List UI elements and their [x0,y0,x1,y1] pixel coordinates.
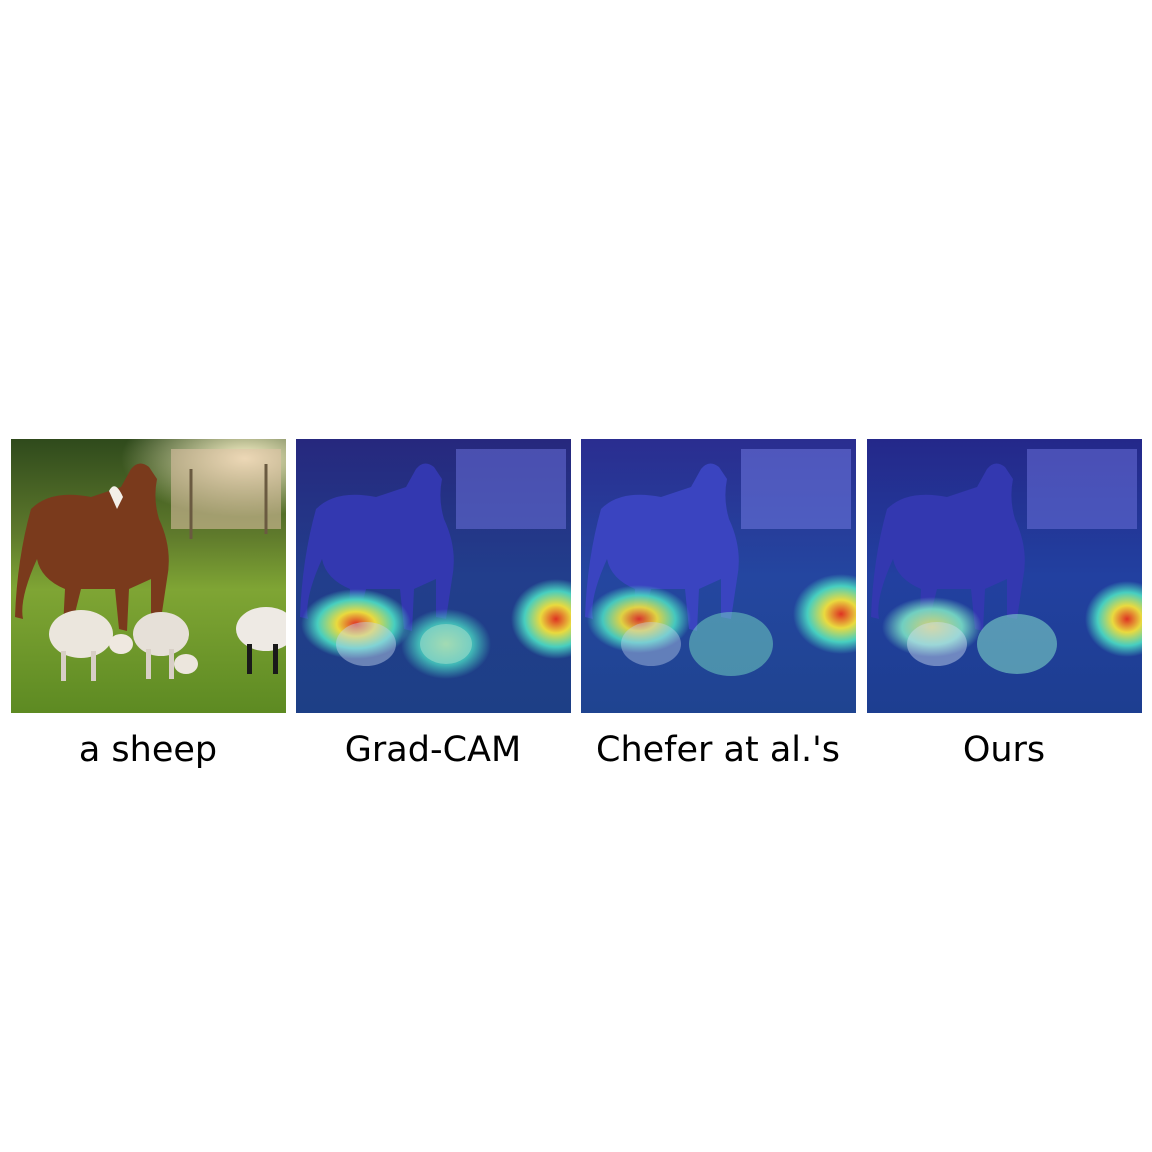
original-photo [11,439,286,713]
ours-heatmap [867,439,1142,713]
caption-grad-cam: Grad-CAM [344,730,522,770]
grad-cam-heatmap [296,439,571,713]
caption-chefer: Chefer at al.'s [596,730,840,770]
chefer-panel [581,439,856,713]
ours-panel [867,439,1142,713]
chefer-heatmap [581,439,856,713]
caption-ours: Ours [962,730,1046,770]
original-image-panel [11,439,286,713]
caption-original: a sheep [78,730,218,770]
grad-cam-panel [296,439,571,713]
